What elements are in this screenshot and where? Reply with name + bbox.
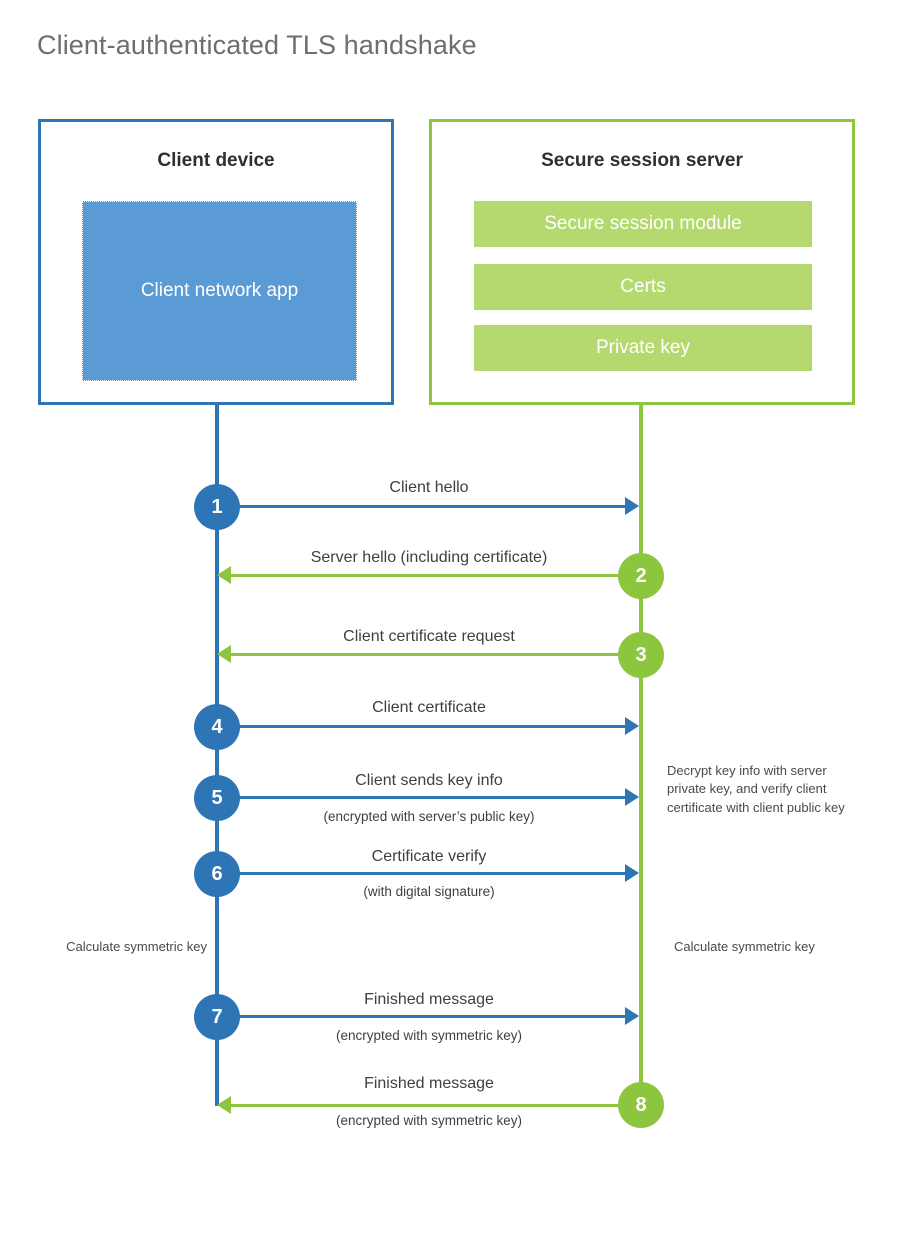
server-component-private-key: Private key (474, 325, 812, 371)
step-5-label: Client sends key info (355, 772, 503, 789)
step-1-label: Client hello (389, 479, 469, 496)
server-calculate-symmetric-key-note: Calculate symmetric key (674, 939, 815, 954)
step-7-marker[interactable]: 7 (194, 994, 240, 1040)
step-1-marker[interactable]: 1 (194, 484, 240, 530)
client-device-title: Client device (157, 150, 275, 171)
step-6-label: Certificate verify (371, 848, 487, 865)
step-6-sublabel: (with digital signature) (363, 884, 495, 899)
step-5-sublabel: (encrypted with server’s public key) (323, 809, 535, 824)
step-8-label: Finished message (364, 1075, 494, 1092)
secure-session-server-title: Secure session server (541, 150, 743, 171)
step-7-sublabel: (encrypted with symmetric key) (335, 1028, 523, 1043)
client-lifeline (215, 405, 219, 1106)
step-8-sublabel: (encrypted with symmetric key) (335, 1113, 523, 1128)
client-calculate-symmetric-key-note: Calculate symmetric key (66, 939, 207, 954)
step-4-label: Client certificate (372, 699, 486, 716)
step-3-marker[interactable]: 3 (618, 632, 664, 678)
client-device-box: Client device Client network app (38, 119, 394, 405)
step-6-marker[interactable]: 6 (194, 851, 240, 897)
step-2-marker[interactable]: 2 (618, 553, 664, 599)
step-3-label: Client certificate request (343, 628, 515, 645)
step-8-marker[interactable]: 8 (618, 1082, 664, 1128)
server-component-certs: Certs (474, 264, 812, 310)
server-lifeline (639, 405, 643, 1106)
step-2-label: Server hello (including certificate) (310, 549, 548, 566)
client-network-app-block: Client network app (82, 201, 357, 381)
step-4-marker[interactable]: 4 (194, 704, 240, 750)
step-5-marker[interactable]: 5 (194, 775, 240, 821)
secure-session-server-box: Secure session server Secure session mod… (429, 119, 855, 405)
server-decrypt-note: Decrypt key info with server private key… (667, 763, 845, 815)
step-7-label: Finished message (364, 991, 494, 1008)
page-title: Client-authenticated TLS handshake (37, 30, 477, 60)
server-component-secure-session-module: Secure session module (474, 201, 812, 247)
